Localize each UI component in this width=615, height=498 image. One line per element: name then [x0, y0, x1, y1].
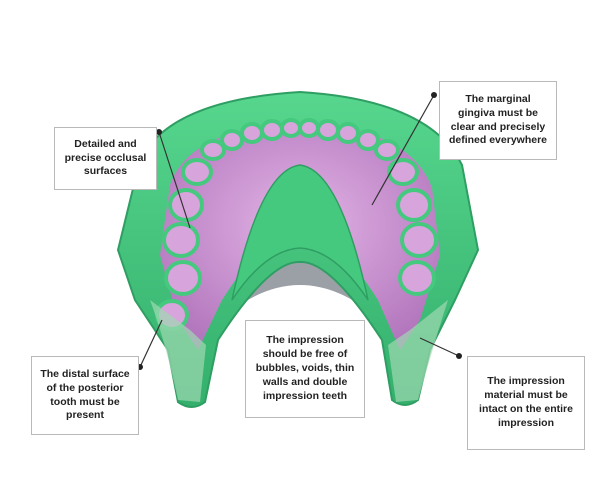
callout-intact-text: The impression material must be intact o… [479, 375, 573, 429]
callout-distal-text: The distal surface of the posterior toot… [40, 367, 130, 422]
left-heel [150, 300, 206, 402]
teeth-right [316, 119, 438, 296]
dot-occlusal [156, 129, 162, 135]
leader-occlusal [158, 131, 191, 229]
callout-free-of-bubbles: The impression should be free of bubbles… [245, 320, 365, 418]
dot-gingiva [431, 92, 437, 98]
callout-marginal-gingiva: The marginal gingiva must be clear and p… [439, 81, 557, 160]
palate-region [231, 164, 369, 301]
tooth-arch [160, 122, 440, 350]
teeth-front [280, 118, 320, 138]
callout-occlusal-text: Detailed and precise occlusal surfaces [64, 137, 147, 178]
leader-distal [139, 319, 163, 368]
callout-gingiva-text: The marginal gingiva must be clear and p… [448, 92, 548, 147]
right-heel [388, 300, 448, 402]
teeth-left [155, 119, 284, 331]
dot-intact [456, 353, 462, 359]
callout-occlusal-surfaces: Detailed and precise occlusal surfaces [54, 127, 157, 190]
leader-lines [139, 94, 460, 368]
callout-bubbles-text: The impression should be free of bubbles… [255, 334, 355, 402]
callout-material-intact: The impression material must be intact o… [467, 356, 585, 450]
leader-intact [419, 337, 460, 357]
callout-distal-surface: The distal surface of the posterior toot… [31, 356, 139, 435]
leader-gingiva [371, 94, 435, 206]
